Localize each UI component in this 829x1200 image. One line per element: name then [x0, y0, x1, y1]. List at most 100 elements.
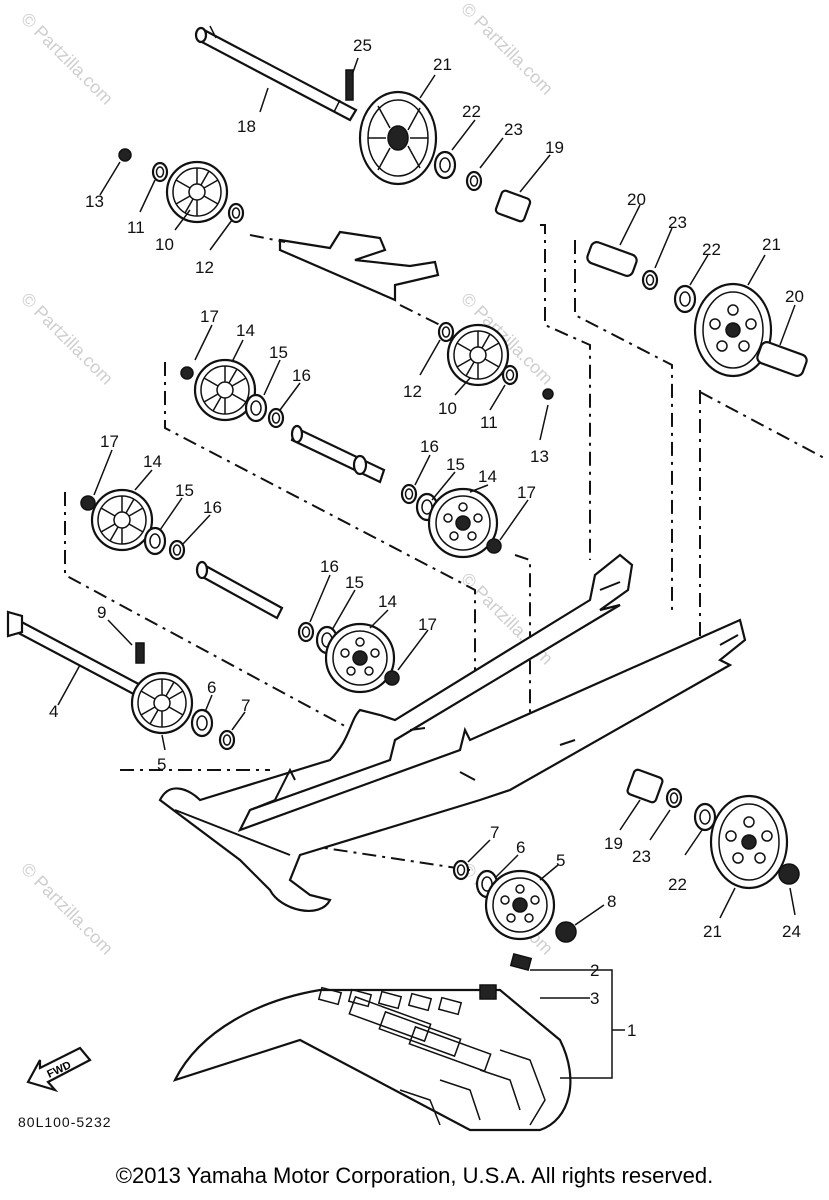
callout-12-top: 12 — [195, 258, 214, 277]
nut-17-c — [80, 495, 96, 511]
nut-17-b — [486, 538, 502, 554]
callout-23-top: 23 — [504, 120, 523, 139]
callout-7-right: 7 — [490, 823, 499, 842]
wheel-5-left — [130, 671, 194, 735]
callout-9: 9 — [97, 603, 106, 622]
callout-16-d: 16 — [320, 557, 339, 576]
collar-23-upper — [641, 269, 659, 291]
bolt-25 — [345, 69, 354, 101]
diagram-code: 80L100-5232 — [18, 1114, 112, 1130]
callout-21-upper: 21 — [762, 235, 781, 254]
callout-19-top: 19 — [545, 138, 564, 157]
fwd-arrow: FWD — [26, 1046, 92, 1093]
callout-10-mid: 10 — [438, 399, 457, 418]
leader-lines — [57, 57, 796, 926]
callout-5-right: 5 — [556, 851, 565, 870]
sprocket-21-upper — [693, 282, 773, 378]
nut-13-top — [118, 148, 132, 162]
callout-17-a: 17 — [200, 307, 219, 326]
watermark-text: © Partzilla.com — [17, 859, 117, 959]
callout-1: 1 — [627, 1021, 636, 1040]
callout-15-b: 15 — [446, 455, 465, 474]
callout-5-left: 5 — [157, 755, 166, 774]
callout-7-left: 7 — [241, 696, 250, 715]
callouts: 25 21 18 22 23 19 13 11 10 12 20 23 22 2… — [18, 36, 804, 1130]
callout-6-right: 6 — [516, 838, 525, 857]
shaft-18 — [194, 25, 358, 122]
callout-22-lower: 22 — [668, 875, 687, 894]
nut-17-a — [180, 366, 194, 380]
collar-23-top — [465, 170, 483, 192]
bearing-15-a — [244, 393, 268, 423]
nut-24 — [778, 863, 800, 885]
bearing-22-upper — [673, 284, 697, 314]
wheel-10-mid — [446, 323, 510, 387]
nut-17-d — [384, 670, 400, 686]
callout-17-c: 17 — [100, 432, 119, 451]
callout-14-b: 14 — [478, 467, 497, 486]
bolt-9 — [135, 642, 145, 664]
wheel-5-right — [484, 869, 556, 941]
slide-rail-frame — [158, 553, 747, 912]
collar-7-left — [218, 729, 236, 751]
callout-22-top: 22 — [462, 102, 481, 121]
copyright-notice: ©2013 Yamaha Motor Corporation, U.S.A. A… — [115, 1163, 714, 1188]
spacer-20-lower — [756, 341, 808, 377]
callout-22-upper: 22 — [702, 240, 721, 259]
callout-10-top: 10 — [155, 235, 174, 254]
callout-15-a: 15 — [269, 343, 288, 362]
callout-21-lower: 21 — [703, 922, 722, 941]
callout-13-top: 13 — [85, 192, 104, 211]
bearing-22-lower — [693, 802, 717, 832]
collar-16-a — [267, 407, 285, 429]
collar-23-lower — [665, 787, 683, 809]
callout-24: 24 — [782, 922, 801, 941]
wheel-14-d — [324, 622, 396, 694]
bearing-11-top — [151, 161, 169, 183]
callout-11-mid: 11 — [480, 413, 498, 432]
callout-18: 18 — [237, 117, 256, 136]
bolt-4 — [6, 610, 152, 702]
bearing-11-mid — [501, 364, 519, 386]
callout-17-b: 17 — [517, 483, 536, 502]
callout-20-lower: 20 — [785, 287, 804, 306]
nut-13-mid — [542, 388, 554, 400]
watermark-text: © Partzilla.com — [17, 9, 117, 109]
callout-16-c: 16 — [203, 498, 222, 517]
axle-mid — [290, 424, 386, 484]
idler-arm — [249, 230, 441, 326]
callout-16-b: 16 — [420, 437, 439, 456]
callout-15-d: 15 — [345, 573, 364, 592]
callout-20-upper: 20 — [627, 190, 646, 209]
axle-lower — [195, 560, 284, 620]
callout-19-lower: 19 — [604, 834, 623, 853]
callout-23-lower: 23 — [632, 847, 651, 866]
bearing-6-left — [190, 708, 214, 738]
wheel-10-top — [165, 160, 229, 224]
callout-14-d: 14 — [378, 592, 397, 611]
callout-23-upper: 23 — [668, 213, 687, 232]
watermark-text: © Partzilla.com — [17, 289, 117, 389]
collar-12-mid — [437, 321, 455, 343]
callout-4: 4 — [49, 702, 58, 721]
callout-21-top: 21 — [433, 55, 452, 74]
callout-12-mid: 12 — [403, 382, 422, 401]
collar-12-top — [227, 202, 245, 224]
spacer-20-upper — [586, 241, 638, 277]
callout-8: 8 — [607, 892, 616, 911]
collar-7-right — [452, 859, 470, 881]
watermark-text: © Partzilla.com — [457, 0, 557, 99]
callout-3: 3 — [590, 989, 599, 1008]
spacer-19-lower — [626, 768, 664, 804]
leader-bracket-1 — [530, 969, 625, 1079]
group-outlines — [64, 224, 829, 871]
collar-16-c — [168, 539, 186, 561]
bearing-22-top — [433, 150, 457, 180]
wheel-14-c — [90, 488, 154, 552]
callout-15-c: 15 — [175, 481, 194, 500]
callout-2: 2 — [590, 961, 599, 980]
spacer-19-top — [494, 189, 532, 223]
bearing-15-c — [143, 526, 167, 556]
callout-16-a: 16 — [292, 366, 311, 385]
